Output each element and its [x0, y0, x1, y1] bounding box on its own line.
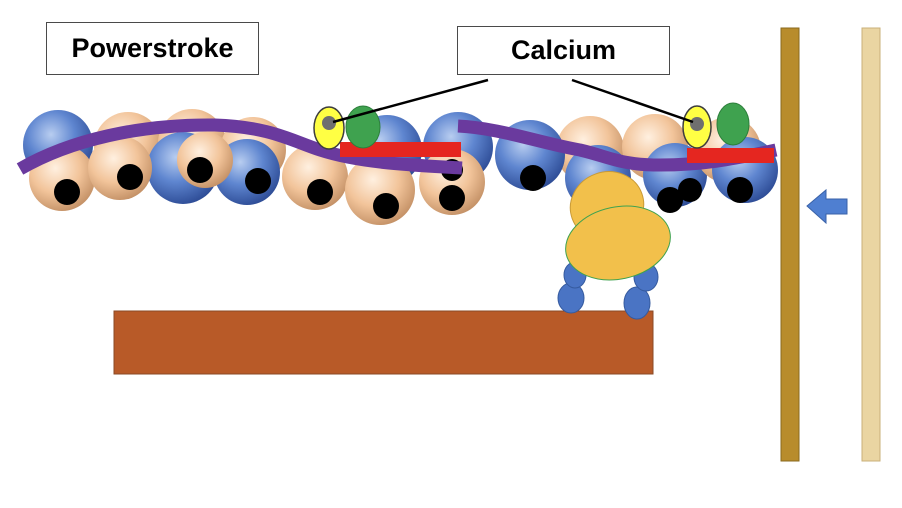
binding-site: [245, 168, 271, 194]
troponin-t-bar: [687, 148, 774, 163]
binding-site: [54, 179, 80, 205]
binding-site: [187, 157, 213, 183]
binding-site: [520, 165, 546, 191]
binding-site: [727, 177, 753, 203]
binding-site: [657, 187, 683, 213]
myosin-head-lower: [565, 205, 671, 281]
z-disc-ghost: [861, 27, 881, 462]
thick-filament: [113, 310, 654, 375]
myosin-cross-bridge: [557, 171, 671, 320]
calcium-callout-line-left: [332, 78, 489, 124]
calcium-ion: [690, 117, 704, 131]
left-arrow-icon: [806, 188, 848, 225]
calcium-callout-line-right: [571, 78, 694, 124]
z-disc: [780, 27, 800, 462]
troponin-c-green: [716, 102, 750, 146]
binding-site: [373, 193, 399, 219]
myosin-binding-sites: [54, 157, 753, 219]
troponin-c-green: [345, 105, 381, 149]
diagram-title: Powerstroke: [46, 22, 259, 75]
binding-site: [307, 179, 333, 205]
binding-site: [439, 185, 465, 211]
myosin-tail-lobe: [623, 286, 651, 320]
troponin-complex-right: [682, 102, 774, 163]
tropomyosin-left: [16, 118, 463, 175]
binding-site: [678, 178, 702, 202]
actin-monomer-tan: [88, 136, 152, 200]
binding-site: [117, 164, 143, 190]
calcium-label: Calcium: [457, 26, 670, 75]
calcium-ion: [322, 116, 336, 130]
